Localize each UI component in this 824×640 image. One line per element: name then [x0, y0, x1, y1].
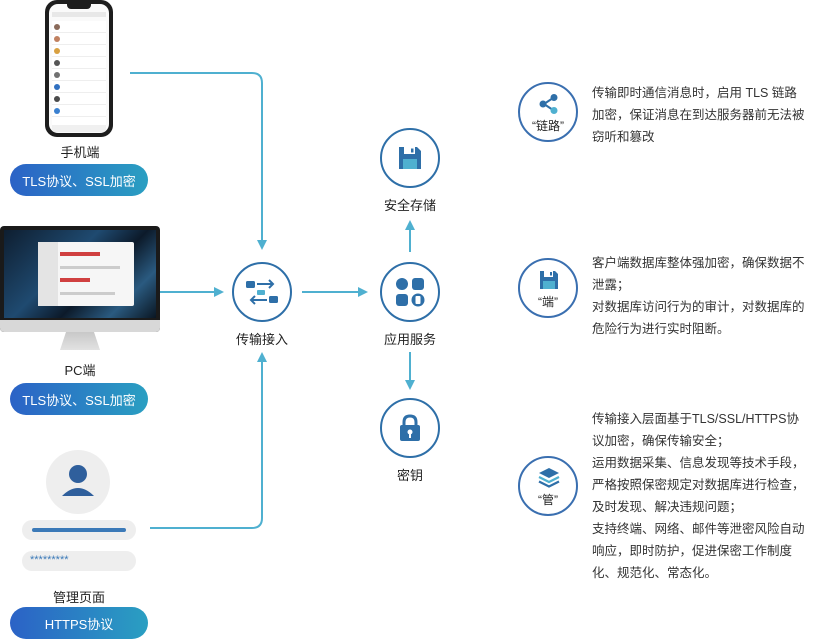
description-line: 泄露； [592, 278, 630, 292]
feature-endpoint-label: “端” [538, 295, 558, 309]
feature-link-label: “链路” [532, 119, 564, 133]
user-icon [62, 465, 94, 496]
description-line: 议加密，确保传输安全； [592, 434, 730, 448]
mobile-label: 手机端 [60, 145, 100, 160]
pc-monitor-stand [60, 332, 100, 350]
description-line: 传输即时通信消息时，启用 TLS 链路 [592, 86, 797, 100]
description-line: 窃听和篡改 [592, 130, 655, 144]
admin-to-transport-arrow [150, 352, 267, 529]
admin-protocol-badge: HTTPS协议 [10, 607, 148, 639]
feature-endpoint-badge: “端” [518, 258, 578, 318]
app-service-node [380, 262, 440, 322]
mobile-to-transport-arrow [130, 72, 267, 250]
description-line: 客户端数据库整体强加密，确保数据不 [592, 256, 805, 270]
description-line: 传输接入层面基于TLS/SSL/HTTPS协 [592, 412, 799, 426]
floppy-disk-icon [540, 271, 558, 289]
description-line: 严格按照保密规定对数据库进行检查， [592, 478, 805, 492]
feature-management-badge: “管” [518, 456, 578, 516]
password-mask: ********* [30, 554, 69, 566]
description-line: 响应，即时防护，促进保密工作制度 [592, 544, 793, 558]
apps-grid-icon [396, 278, 425, 307]
admin-avatar [46, 450, 110, 514]
key-label: 密钥 [396, 468, 423, 483]
admin-label: 管理页面 [52, 590, 105, 605]
feature-management-label: “管” [538, 493, 558, 507]
feature-endpoint-description: 客户端数据库整体强加密，确保数据不 泄露； 对数据库访问行为的审计，对数据库的 … [592, 252, 824, 340]
stack-layers-icon [538, 468, 560, 488]
description-line: 对数据库访问行为的审计，对数据库的 [592, 300, 805, 314]
mobile-phone-image [45, 0, 113, 137]
mobile-protocol-badge: TLS协议、SSL加密 [10, 164, 148, 196]
app-service-label: 应用服务 [383, 332, 436, 347]
admin-username-field[interactable] [22, 520, 136, 540]
description-line: 运用数据采集、信息发现等技术手段， [592, 456, 805, 470]
feature-link-badge: “链路” [518, 82, 578, 142]
description-line: 危险行为进行实时阻断。 [592, 322, 730, 336]
description-line: 化、规范化、常态化。 [592, 566, 718, 580]
description-line: 加密，保证消息在到达服务器前无法被 [592, 108, 805, 122]
lock-icon [400, 414, 420, 441]
admin-password-field[interactable]: ********* [22, 551, 136, 571]
share-nodes-icon [539, 94, 558, 114]
feature-management-description: 传输接入层面基于TLS/SSL/HTTPS协 议加密，确保传输安全； 运用数据采… [592, 408, 824, 584]
pc-protocol-badge: TLS协议、SSL加密 [10, 383, 148, 415]
secure-storage-label: 安全存储 [383, 198, 436, 213]
secure-storage-node [380, 128, 440, 188]
pc-monitor-image [0, 226, 160, 332]
description-line: 及时发现、解决违规问题； [592, 500, 743, 514]
floppy-disk-icon [399, 147, 421, 169]
transport-node [232, 262, 292, 322]
key-node [380, 398, 440, 458]
transfer-arrows-icon [246, 279, 278, 305]
transport-label: 传输接入 [235, 332, 288, 347]
pc-label: PC端 [64, 363, 96, 378]
description-line: 支持终端、网络、邮件等泄密风险自动 [592, 522, 805, 536]
feature-link-description: 传输即时通信消息时，启用 TLS 链路 加密，保证消息在到达服务器前无法被 窃听… [592, 82, 824, 148]
